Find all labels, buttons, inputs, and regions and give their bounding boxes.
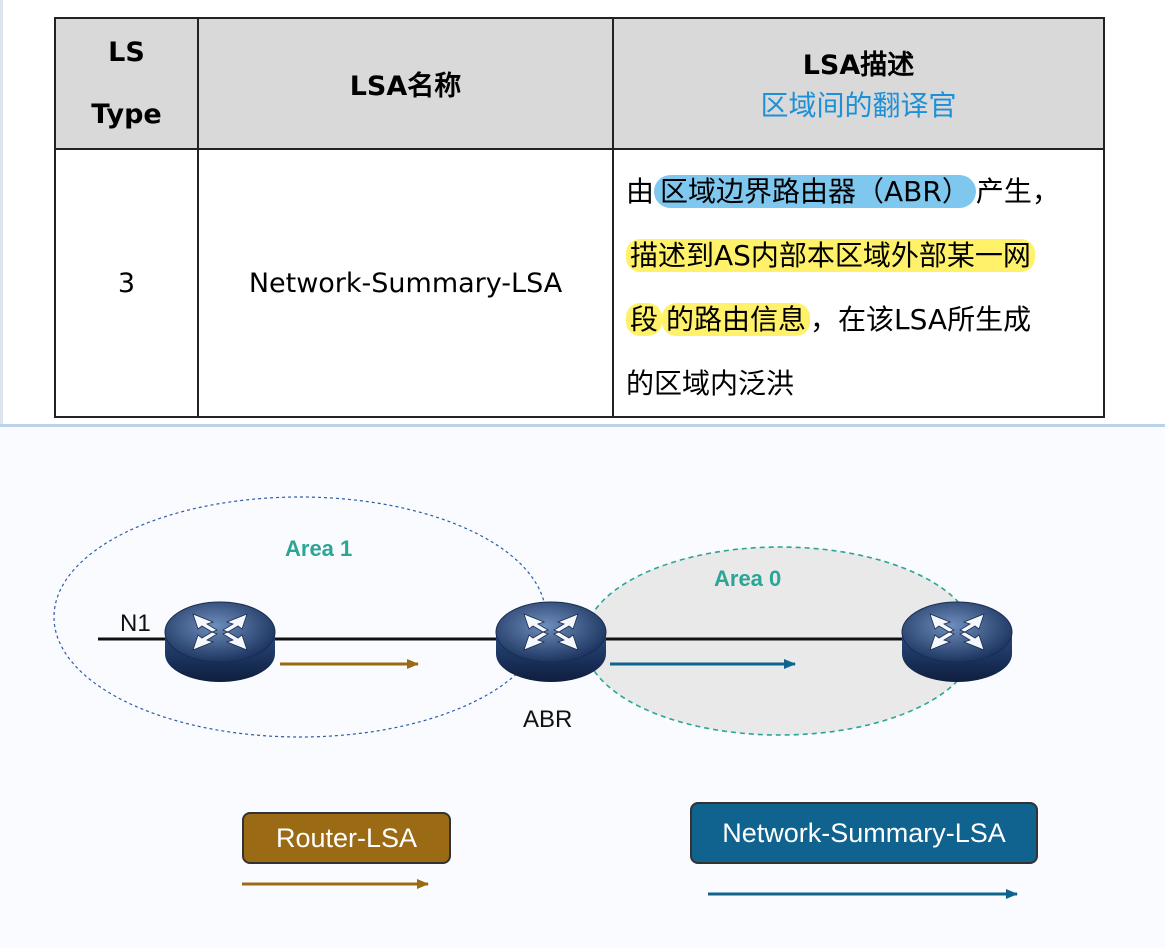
router-icon <box>901 601 1013 682</box>
header-lsa-desc-subtitle: 区域间的翻译官 <box>760 89 957 122</box>
header-ls-type: LS Type <box>54 17 199 150</box>
cell-ls-type: 3 <box>54 148 199 418</box>
desc-highlight-abr: 区域边界路由器（ABR） <box>654 175 976 208</box>
desc-text-3: ，在该LSA所生成 <box>810 303 1032 336</box>
header-lsa-desc-title: LSA描述 <box>802 50 915 81</box>
area0-label: Area 0 <box>714 566 782 591</box>
abr-router-icon <box>495 601 607 682</box>
abr-label: ABR <box>523 706 573 733</box>
lsa-table: LS Type LSA名称 LSA描述 区域间的翻译官 3 Network-Su… <box>54 17 1105 418</box>
desc-highlight-route-b: 段 <box>626 303 663 336</box>
cell-lsa-desc: 由区域边界路由器（ABR）产生， 描述到AS内部本区域外部某一网 段的路由信息，… <box>612 148 1105 418</box>
desc-highlight-route-info: 的路由信息 <box>662 303 811 336</box>
summary-lsa-legend: Network-Summary-LSA <box>690 802 1038 864</box>
desc-highlight-route-a: 描述到AS内部本区域外部某一网 <box>626 239 1035 272</box>
desc-text-4: 的区域内泛洪 <box>626 367 795 400</box>
router-lsa-legend: Router-LSA <box>242 812 451 864</box>
desc-text-1: 由 <box>626 175 655 208</box>
header-lsa-name: LSA名称 <box>197 17 614 150</box>
desc-text-2: 产生， <box>975 175 1060 208</box>
table-header-row: LS Type LSA名称 LSA描述 区域间的翻译官 <box>54 17 1105 150</box>
header-lsa-desc: LSA描述 区域间的翻译官 <box>612 17 1105 150</box>
cell-lsa-name: Network-Summary-LSA <box>197 148 614 418</box>
n1-network-label: N1 <box>120 610 151 637</box>
header-ls-type-line1: LS <box>108 36 145 68</box>
table-row: 3 Network-Summary-LSA 由区域边界路由器（ABR）产生， 描… <box>54 148 1105 418</box>
diagram-canvas <box>53 496 1018 899</box>
area1-label: Area 1 <box>285 536 353 561</box>
router-icon <box>164 601 276 682</box>
ospf-diagram: Area 1 Area 0 N1 ABR Router-LSA Network-… <box>0 424 1165 948</box>
header-ls-type-line2: Type <box>91 98 162 130</box>
